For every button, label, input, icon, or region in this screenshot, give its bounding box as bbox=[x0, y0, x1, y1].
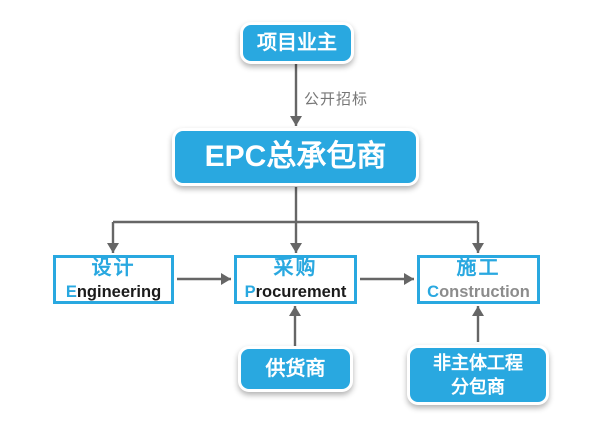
construction-en-initial: C bbox=[427, 283, 440, 302]
construction-zh-label: 施工 bbox=[456, 257, 501, 280]
procurement-zh-label: 采购 bbox=[273, 257, 318, 280]
node-subcontractor: 非主体工程 分包商 bbox=[407, 345, 549, 405]
node-epc-general-contractor: EPC总承包商 bbox=[172, 128, 419, 186]
design-zh-label: 设计 bbox=[91, 257, 136, 280]
procurement-en-rest: rocurement bbox=[255, 283, 347, 302]
design-en-label: Engineering bbox=[66, 282, 161, 303]
node-design-engineering: 设计 Engineering bbox=[53, 255, 174, 304]
design-en-rest: ngineering bbox=[76, 283, 162, 302]
node-construction: 施工 Construction bbox=[417, 255, 540, 304]
subcontractor-line2: 分包商 bbox=[451, 377, 505, 397]
design-en-initial: E bbox=[65, 283, 77, 302]
node-project-owner: 项目业主 bbox=[240, 22, 354, 64]
procurement-en-label: Procurement bbox=[245, 282, 347, 303]
construction-en-label: Construction bbox=[427, 282, 530, 303]
subcontractor-line1: 非主体工程 bbox=[433, 352, 523, 373]
node-procurement: 采购 Procurement bbox=[234, 255, 357, 304]
public-bidding-label: 公开招标 bbox=[304, 91, 369, 108]
construction-en-rest: onstruction bbox=[439, 283, 530, 302]
procurement-en-initial: P bbox=[244, 283, 256, 302]
node-supplier: 供货商 bbox=[238, 346, 353, 392]
